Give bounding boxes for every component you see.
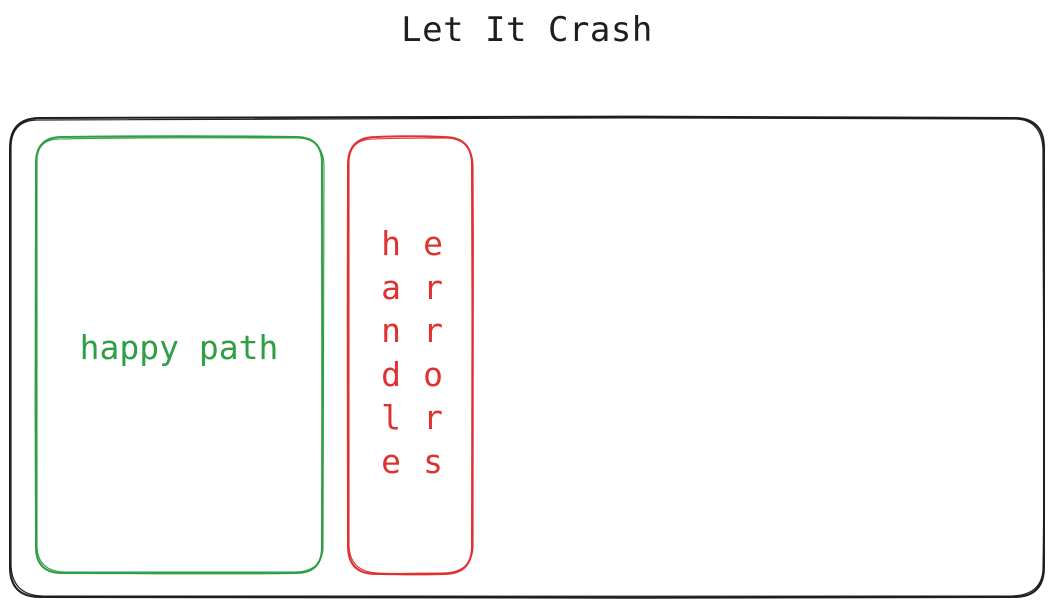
outer-container bbox=[8, 115, 1046, 599]
errors-label: errors bbox=[423, 224, 443, 481]
handle-label: handle bbox=[381, 224, 401, 481]
happy-path-label: happy path bbox=[79, 328, 279, 367]
diagram-title: Let It Crash bbox=[401, 10, 653, 50]
happy-path-box bbox=[34, 135, 325, 575]
error-handling-box bbox=[346, 135, 474, 576]
